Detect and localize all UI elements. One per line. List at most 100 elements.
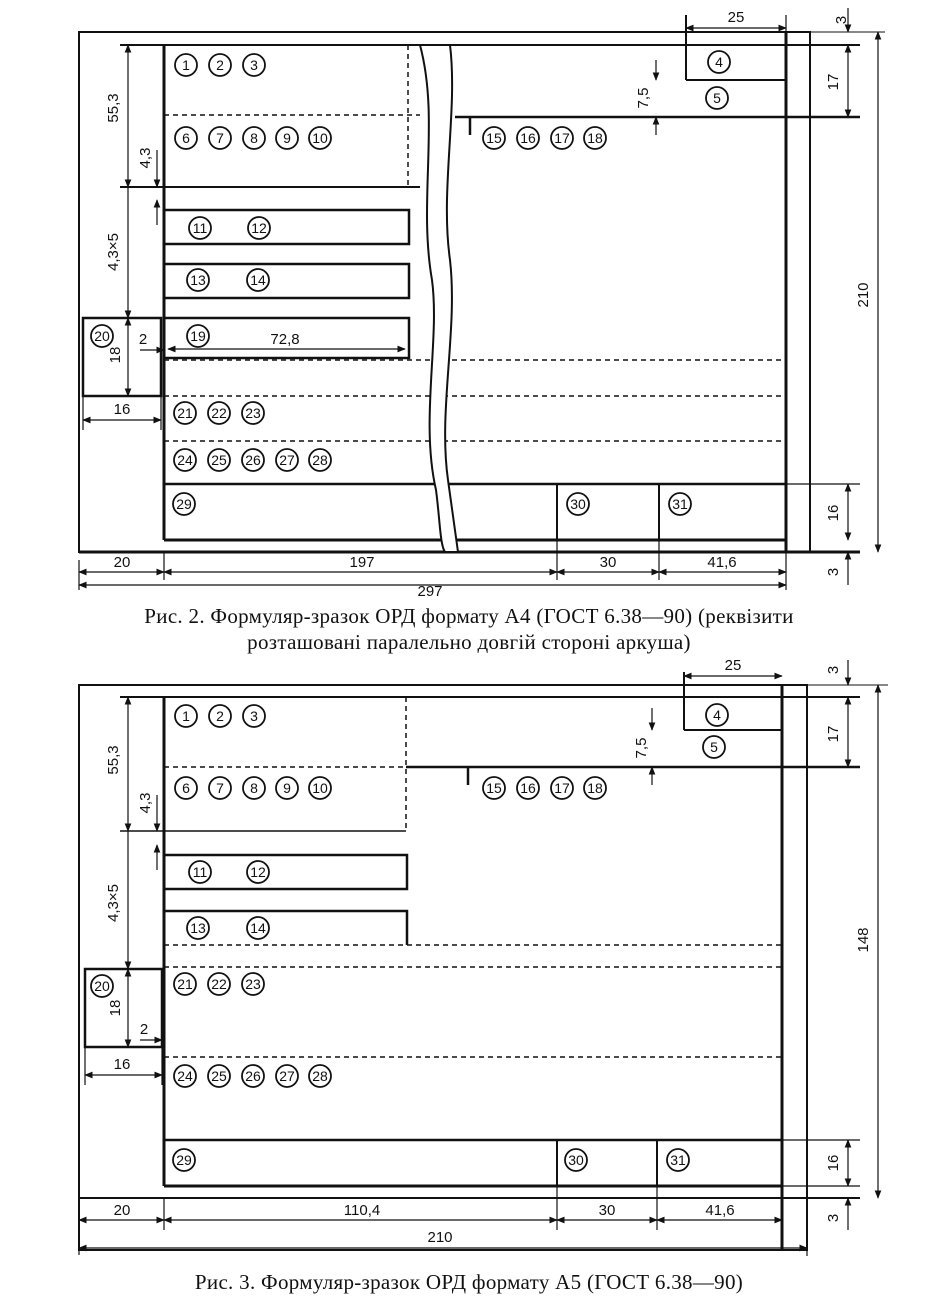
requisite-marker: 26 (241, 448, 265, 472)
requisite-marker: 18 (583, 776, 607, 800)
requisite-number: 26 (245, 1068, 261, 1084)
requisite-number: 3 (250, 57, 258, 73)
dim-label: 25 (728, 9, 745, 26)
requisite-number: 25 (211, 452, 227, 468)
requisite-marker: 16 (516, 126, 540, 150)
figure-2-a4-form (78, 15, 885, 554)
requisite-marker: 5 (702, 735, 726, 759)
requisite-marker: 29 (172, 1148, 196, 1172)
requisite-number: 31 (670, 1152, 686, 1168)
requisite-marker: 28 (308, 1064, 332, 1088)
requisite-marker: 24 (173, 1064, 197, 1088)
requisite-circle (174, 53, 198, 77)
requisite-circle (174, 776, 198, 800)
requisite-circle (90, 974, 114, 998)
dim-label: 3 (833, 16, 850, 24)
requisite-number: 30 (570, 496, 586, 512)
requisite-marker: 17 (550, 776, 574, 800)
dim-label: 2 (139, 331, 147, 348)
box-13-14 (164, 909, 409, 945)
requisite-number: 2 (216, 708, 224, 724)
dim-label: 7,5 (633, 738, 650, 759)
requisite-circle (174, 126, 198, 150)
figure-3-caption: Рис. 3. Формуляр-зразок ОРД формату А5 (… (194, 1270, 744, 1294)
requisite-marker: 2 (208, 53, 232, 77)
requisite-number: 14 (250, 920, 266, 936)
requisite-circle (246, 268, 270, 292)
requisite-circle (583, 126, 607, 150)
requisite-number: 10 (312, 130, 328, 146)
requisite-circle (707, 50, 731, 74)
requisite-marker: 25 (207, 448, 231, 472)
dim-label: 16 (114, 401, 131, 418)
requisite-marker: 13 (186, 268, 210, 292)
requisite-circle (186, 268, 210, 292)
requisite-number: 7 (216, 130, 224, 146)
requisite-circle (482, 126, 506, 150)
requisite-circle (208, 53, 232, 77)
requisite-circle (564, 1148, 588, 1172)
requisite-circle (173, 448, 197, 472)
dim-label: 110,4 (344, 1202, 380, 1219)
wavy-break (418, 44, 460, 553)
requisite-circle (705, 86, 729, 110)
requisite-marker: 5 (705, 86, 729, 110)
requisite-number: 27 (279, 1068, 295, 1084)
requisite-number: 7 (216, 780, 224, 796)
requisite-circle (275, 1064, 299, 1088)
requisite-circle (207, 1064, 231, 1088)
requisite-circle (186, 916, 210, 940)
requisite-marker: 8 (242, 126, 266, 150)
requisite-marker: 15 (482, 126, 506, 150)
requisite-number: 18 (587, 130, 603, 146)
dim-label: 4,3 (137, 148, 154, 169)
requisite-number: 15 (486, 780, 502, 796)
requisite-circle (275, 776, 299, 800)
requisite-number: 10 (312, 780, 328, 796)
dim-label: 16 (825, 505, 842, 522)
box-11-12 (162, 853, 409, 891)
requisite-number: 13 (190, 920, 206, 936)
dim-label: 17 (825, 74, 842, 91)
requisite-marker: 21 (173, 401, 197, 425)
requisite-marker: 6 (174, 126, 198, 150)
requisite-number: 25 (211, 1068, 227, 1084)
requisite-number: 14 (250, 272, 266, 288)
requisite-marker: 12 (247, 216, 271, 240)
requisite-number: 12 (251, 220, 267, 236)
requisite-marker: 20 (90, 974, 114, 998)
requisite-marker: 3 (242, 704, 266, 728)
figure-2-caption-line-2: розташовані паралельно довгій стороні ар… (247, 630, 691, 654)
requisite-marker: 30 (564, 1148, 588, 1172)
requisite-number: 29 (176, 496, 192, 512)
requisite-circle (566, 492, 590, 516)
requisite-marker: 3 (242, 53, 266, 77)
figure-2-caption-line-1: Рис. 2. Формуляр-зразок ОРД формату А4 (… (144, 604, 794, 628)
requisite-marker: 18 (583, 126, 607, 150)
requisite-number: 5 (713, 90, 721, 106)
requisite-circle (188, 860, 212, 884)
requisite-circle (668, 492, 692, 516)
dim-label: 4,3×5 (105, 233, 122, 271)
figure-2-dimensions (78, 8, 882, 590)
box-11-12 (162, 208, 411, 246)
dim-label: 7,5 (635, 88, 652, 109)
requisite-circle (172, 492, 196, 516)
requisite-number: 4 (715, 54, 723, 70)
dim-label: 210 (855, 282, 872, 307)
requisite-circle (246, 916, 270, 940)
dim-label: 4,3 (137, 793, 154, 814)
requisite-number: 19 (190, 328, 206, 344)
requisite-marker: 22 (207, 401, 231, 425)
requisite-number: 27 (279, 452, 295, 468)
requisite-number: 2 (216, 57, 224, 73)
requisite-number: 18 (587, 780, 603, 796)
requisite-marker: 11 (188, 860, 212, 884)
dim-label: 30 (599, 1202, 616, 1219)
dim-label: 148 (855, 927, 872, 952)
requisite-number: 20 (94, 978, 110, 994)
dim-label: 2 (140, 1021, 148, 1038)
requisite-number: 9 (283, 780, 291, 796)
requisite-marker: 14 (246, 916, 270, 940)
